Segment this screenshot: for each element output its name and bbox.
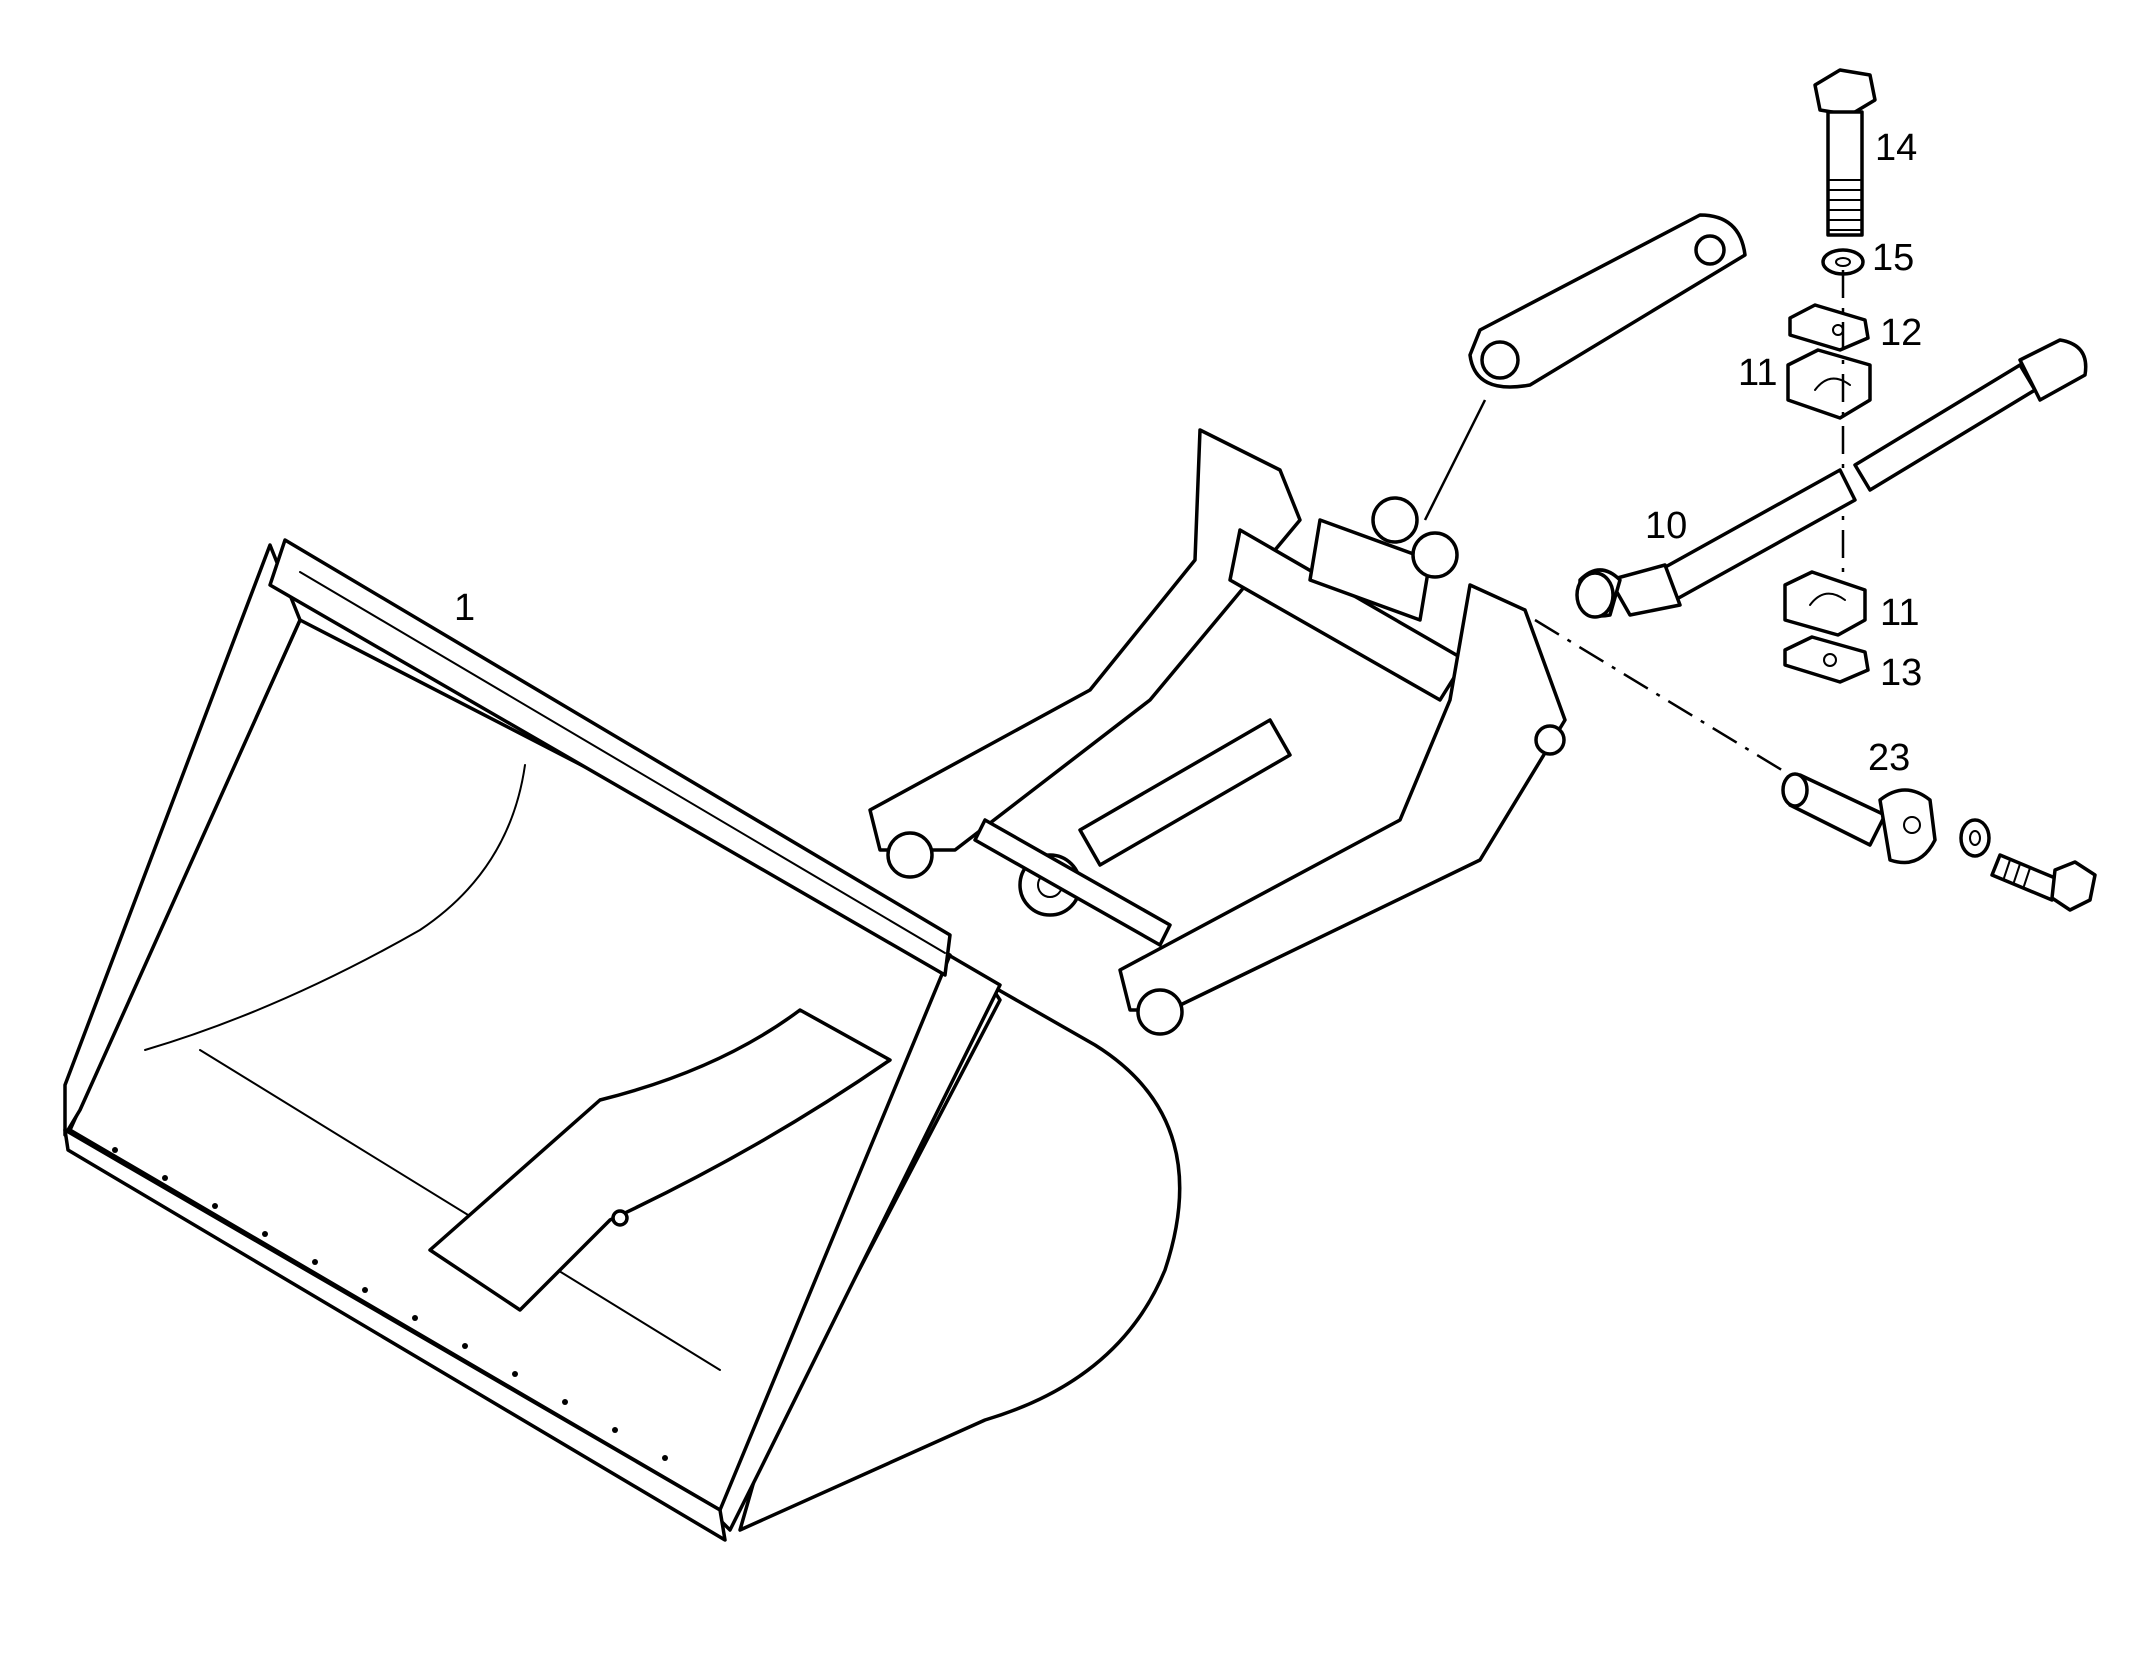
link-leader-line — [1423, 399, 1487, 521]
hydraulic-pipe-upper — [1853, 338, 2088, 492]
callout-14: 14 — [1875, 127, 1917, 169]
washer-15 — [1821, 248, 1865, 276]
hitch-hydraulic-cylinder — [1078, 718, 1292, 867]
callout-23: 23 — [1868, 737, 1910, 779]
callout-15: 15 — [1872, 237, 1914, 279]
pin-washer — [1959, 818, 1991, 858]
bolt-14-thread — [1827, 179, 1863, 231]
connecting-link — [1468, 213, 1747, 389]
clamp-half-11-lower — [1783, 570, 1867, 637]
bucket-floor-crease — [199, 1049, 721, 1371]
hitch-lower-rod — [973, 818, 1172, 947]
clamp-half-11-upper — [1786, 348, 1872, 420]
pin-retaining-bolt — [1990, 853, 2097, 912]
link-eye-lower — [1480, 340, 1520, 380]
hitch-pivot-eye-right — [1411, 531, 1459, 579]
hydraulic-hose-10 — [1575, 468, 1857, 619]
pin-23-flange — [1878, 788, 1937, 865]
clamp-plate-12 — [1788, 303, 1870, 352]
callout-11-upper: 11 — [1738, 352, 1777, 394]
bolt-14-head — [1813, 68, 1877, 117]
hitch-cross-beam — [1228, 528, 1467, 702]
bucket-left-side-plate — [63, 543, 302, 1137]
callout-13: 13 — [1880, 652, 1922, 694]
bucket-wedge-hole — [611, 1209, 629, 1227]
hitch-right-foot-eye — [1136, 988, 1184, 1036]
locking-pin-23 — [1781, 772, 1937, 865]
callout-10: 10 — [1645, 505, 1687, 547]
hitch-left-foot-eye — [886, 831, 934, 879]
callout-1: 1 — [454, 587, 475, 629]
bucket-top-beam — [268, 538, 952, 977]
pin-23-tip — [1781, 772, 1809, 808]
callout-11-lower: 11 — [1880, 592, 1919, 634]
bucket-cutting-edge — [63, 1128, 727, 1542]
pin-axis-line — [1534, 618, 1791, 777]
cutting-edge-bolts — [112, 1147, 668, 1461]
bucket-back-panel-curve — [144, 764, 526, 1051]
link-eye-upper — [1694, 234, 1726, 266]
bucket-hitch-wedge — [428, 1008, 892, 1312]
hitch-pivot-eye-left — [1371, 496, 1419, 544]
hitch-pin-bore — [1534, 724, 1566, 756]
quick-hitch-frame — [868, 428, 1567, 1036]
bucket-shell — [738, 983, 1182, 1532]
bolt-14-shank — [1826, 110, 1864, 237]
link-body — [1468, 213, 1747, 389]
bolt-14 — [1813, 68, 1877, 237]
hitch-top-bracket — [1308, 518, 1432, 622]
bucket-beam-line — [299, 571, 946, 954]
base-plate-13 — [1783, 635, 1870, 684]
bucket — [63, 538, 1182, 1542]
pin-23-hole — [1903, 816, 1921, 834]
callout-12: 12 — [1880, 312, 1922, 354]
